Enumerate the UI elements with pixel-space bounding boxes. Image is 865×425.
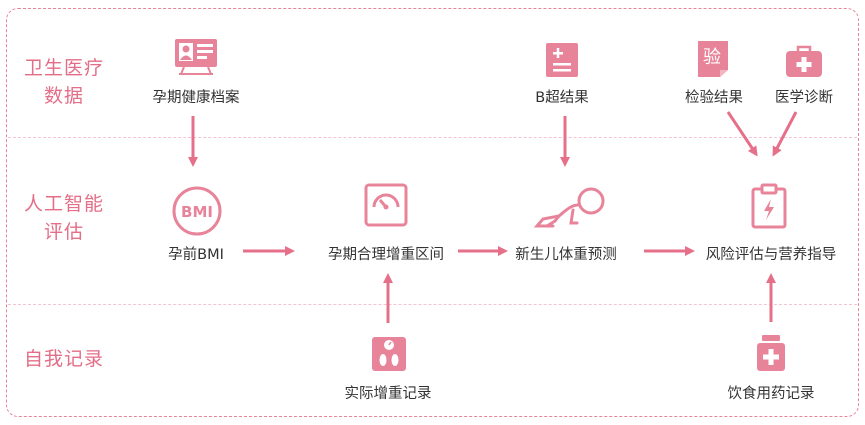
node-actual-weight-gain-record: 实际增重记录 — [344, 386, 432, 402]
node-weight-gain-range: 孕期合理增重区间 — [328, 247, 444, 263]
node-risk-and-nutrition-guidance: 风险评估与营养指导 — [705, 247, 837, 263]
arrow-lab-to-risk — [726, 111, 758, 157]
id-card-icon — [174, 38, 218, 80]
scale-gauge-icon — [364, 183, 408, 231]
node-pre-pregnancy-bmi: 孕前BMI — [168, 247, 224, 263]
row-title-medical-data: 卫生医疗 数据 — [23, 57, 104, 107]
node-diet-medication-record: 饮食用药记录 — [727, 386, 815, 402]
medical-kit-icon — [785, 44, 823, 82]
row-title-ai-assessment: 人工智能 评估 — [23, 193, 104, 243]
diagram-frame — [6, 8, 859, 417]
bmi-icon: BMI — [171, 185, 223, 241]
clipboard-alert-icon — [751, 183, 787, 233]
document-plus-minus-icon — [545, 42, 579, 82]
node-newborn-weight-prediction: 新生儿体重预测 — [515, 247, 617, 263]
row-divider-top — [8, 137, 857, 138]
row-divider-bottom — [8, 304, 857, 305]
node-lab-results: 检验结果 — [685, 90, 743, 106]
lab-char: 验 — [703, 47, 721, 68]
node-medical-diagnosis: 医学诊断 — [775, 90, 833, 106]
bathroom-scale-icon — [371, 336, 407, 376]
bmi-label: BMI — [181, 203, 213, 221]
arrow-diagnosis-to-risk — [772, 111, 798, 157]
node-pregnancy-health-file: 孕期健康档案 — [152, 90, 240, 106]
baby-icon — [533, 183, 607, 233]
node-b-ultrasound-results: B超结果 — [535, 90, 589, 106]
row-title-self-record: 自我记录 — [23, 348, 104, 370]
medicine-bottle-icon — [756, 334, 786, 376]
lab-report-icon: 验 — [694, 40, 734, 82]
